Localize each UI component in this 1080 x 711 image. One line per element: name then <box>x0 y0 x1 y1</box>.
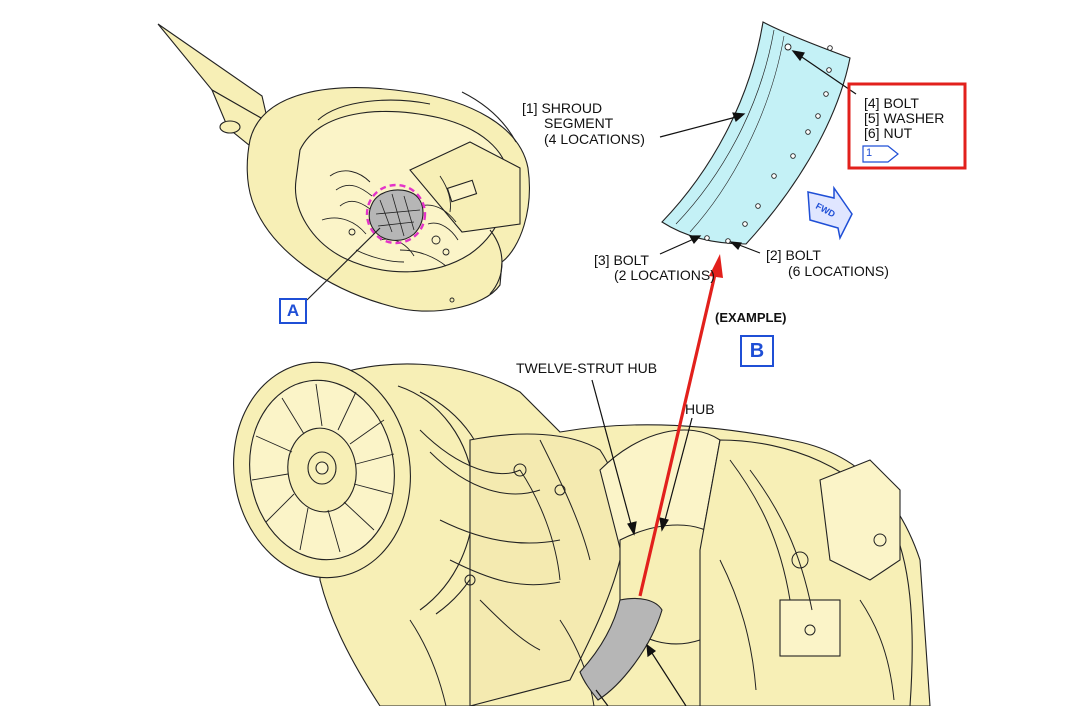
label-twelve-strut-hub: TWELVE-STRUT HUB <box>516 360 658 376</box>
label-bolt-4: [4] BOLT <box>864 95 919 111</box>
nacelle-view <box>157 23 530 312</box>
label-bolt-3-locations: (2 LOCATIONS) <box>614 267 715 283</box>
detail-circle <box>365 183 427 245</box>
shroud-segment <box>661 21 851 245</box>
fwd-arrow <box>807 185 853 241</box>
label-shroud-segment-3: (4 LOCATIONS) <box>544 131 645 147</box>
example-label: (EXAMPLE) <box>715 310 787 325</box>
note-flag-label: 1 <box>866 147 873 159</box>
view-label-a: A <box>279 298 307 324</box>
parts-highlight-box <box>847 82 967 170</box>
leader-a <box>306 227 381 301</box>
label-washer-5: [5] WASHER <box>864 110 945 126</box>
note-flag-shape <box>862 145 899 163</box>
label-hub: HUB <box>685 401 715 417</box>
label-bolt-2-locations: (6 LOCATIONS) <box>788 263 889 279</box>
label-bolt-2: [2] BOLT <box>766 247 821 263</box>
label-nut-6: [6] NUT <box>864 125 913 141</box>
main-view-leaders <box>591 379 693 707</box>
engine-main-view <box>233 361 931 707</box>
label-shroud-segment-2: SEGMENT <box>544 115 614 131</box>
view-label-b: B <box>740 335 774 367</box>
shroud-leaders <box>659 50 857 255</box>
red-detail-arrow <box>638 254 723 597</box>
label-shroud-segment-1: [1] SHROUD <box>522 100 603 116</box>
label-bolt-3: [3] BOLT <box>594 252 649 268</box>
